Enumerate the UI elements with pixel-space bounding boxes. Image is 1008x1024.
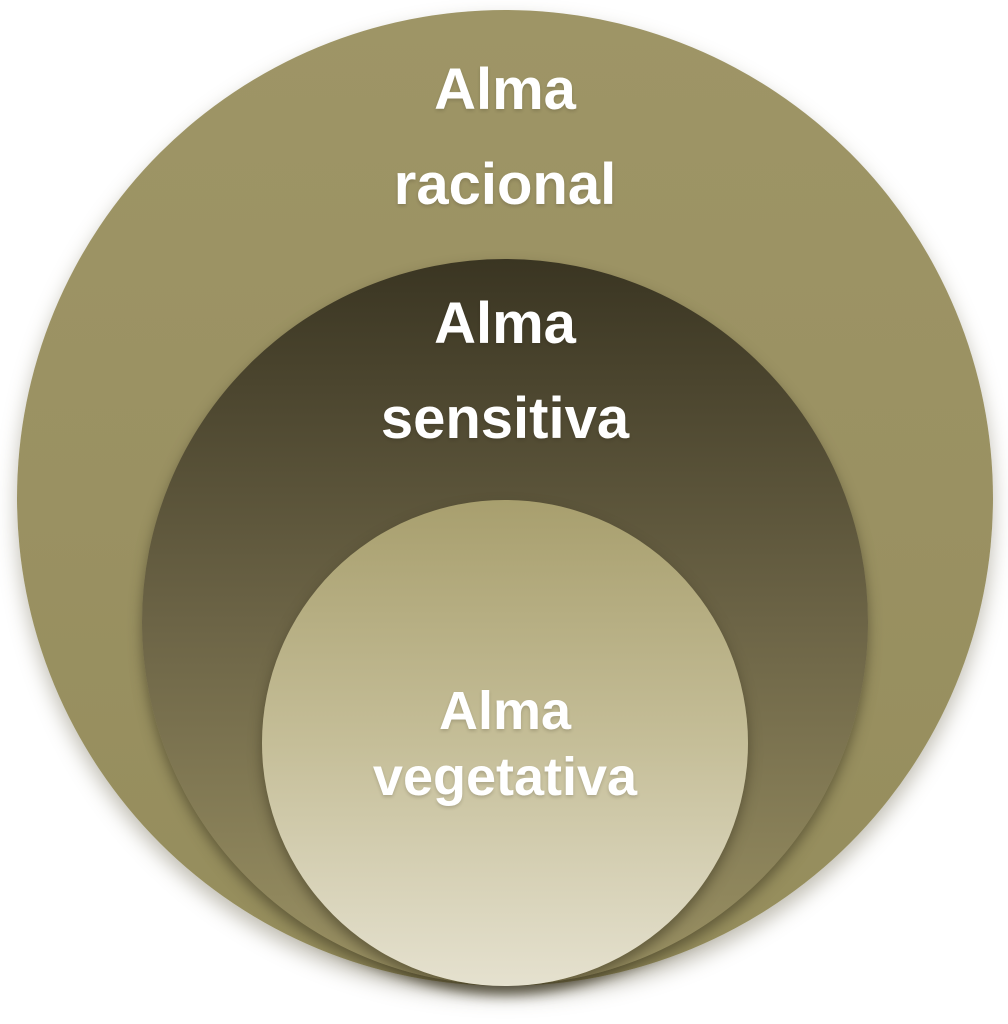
label-alma-vegetativa-line1: Alma (438, 681, 572, 741)
label-alma-sensitiva-line2: sensitiva (380, 386, 630, 451)
label-alma-sensitiva: Alma sensitiva (155, 276, 855, 466)
label-alma-sensitiva-line1: Alma (434, 291, 576, 356)
label-alma-racional: Alma racional (155, 42, 855, 232)
label-alma-racional-line2: racional (393, 152, 617, 217)
label-alma-vegetativa-line2: vegetativa (372, 747, 638, 807)
label-alma-vegetativa: Alma vegetativa (155, 678, 855, 810)
circle-alma-vegetativa (262, 500, 748, 986)
label-alma-racional-line1: Alma (434, 57, 576, 122)
